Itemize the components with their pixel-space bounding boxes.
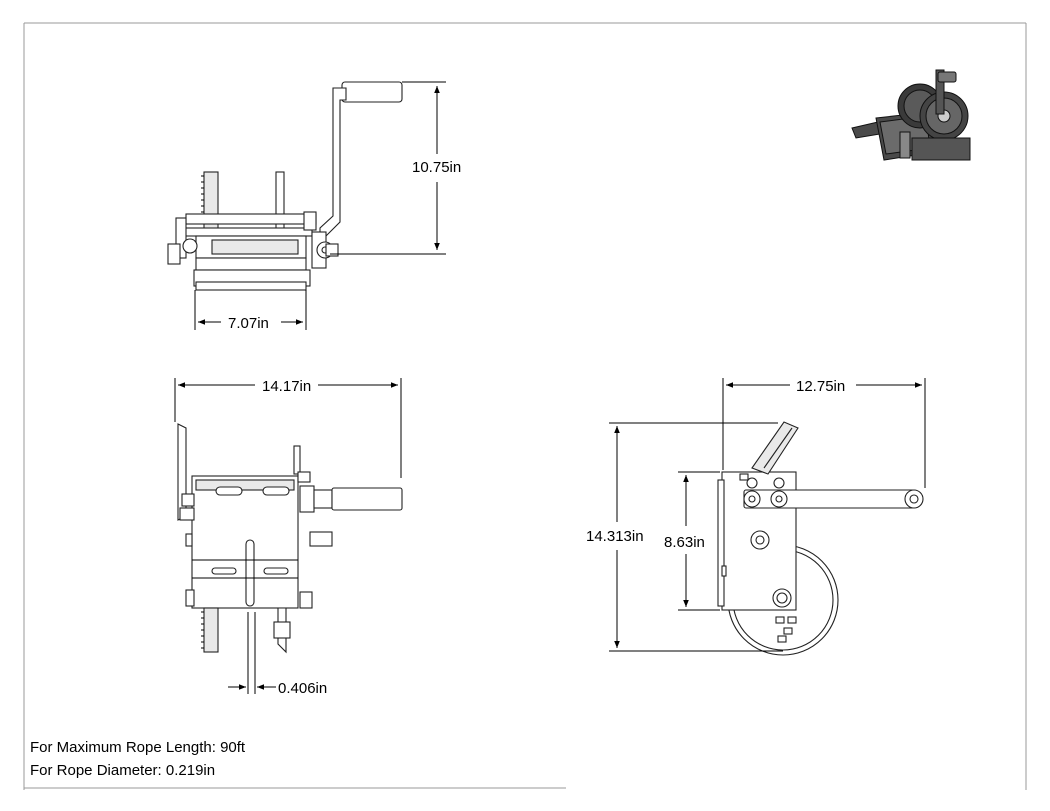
top-view-winch xyxy=(167,81,403,291)
dim-top-height xyxy=(330,81,446,255)
dim-front-width xyxy=(174,378,402,478)
dim-label-side-overall-height: 14.313in xyxy=(586,528,644,545)
sheet-border xyxy=(23,22,1027,790)
dim-top-width xyxy=(194,290,307,330)
dim-side-width xyxy=(722,378,926,488)
dim-label-front-width: 14.17in xyxy=(262,378,311,395)
dim-label-side-width: 12.75in xyxy=(796,378,845,395)
dim-side-body-height xyxy=(678,471,720,611)
note-rope-length: For Maximum Rope Length: 90ft xyxy=(30,739,246,756)
dim-label-top-height: 10.75in xyxy=(412,159,461,176)
dim-label-side-body-height: 8.63in xyxy=(664,534,705,551)
isometric-winch-render xyxy=(851,69,971,161)
dim-label-front-offset: 0.406in xyxy=(278,680,327,697)
dim-label-top-width: 7.07in xyxy=(228,315,269,332)
side-view-winch xyxy=(717,421,924,656)
front-view-winch xyxy=(177,423,403,654)
dim-front-offset xyxy=(228,612,276,694)
dim-side-overall-height xyxy=(609,422,783,652)
note-rope-diameter: For Rope Diameter: 0.219in xyxy=(30,762,216,779)
